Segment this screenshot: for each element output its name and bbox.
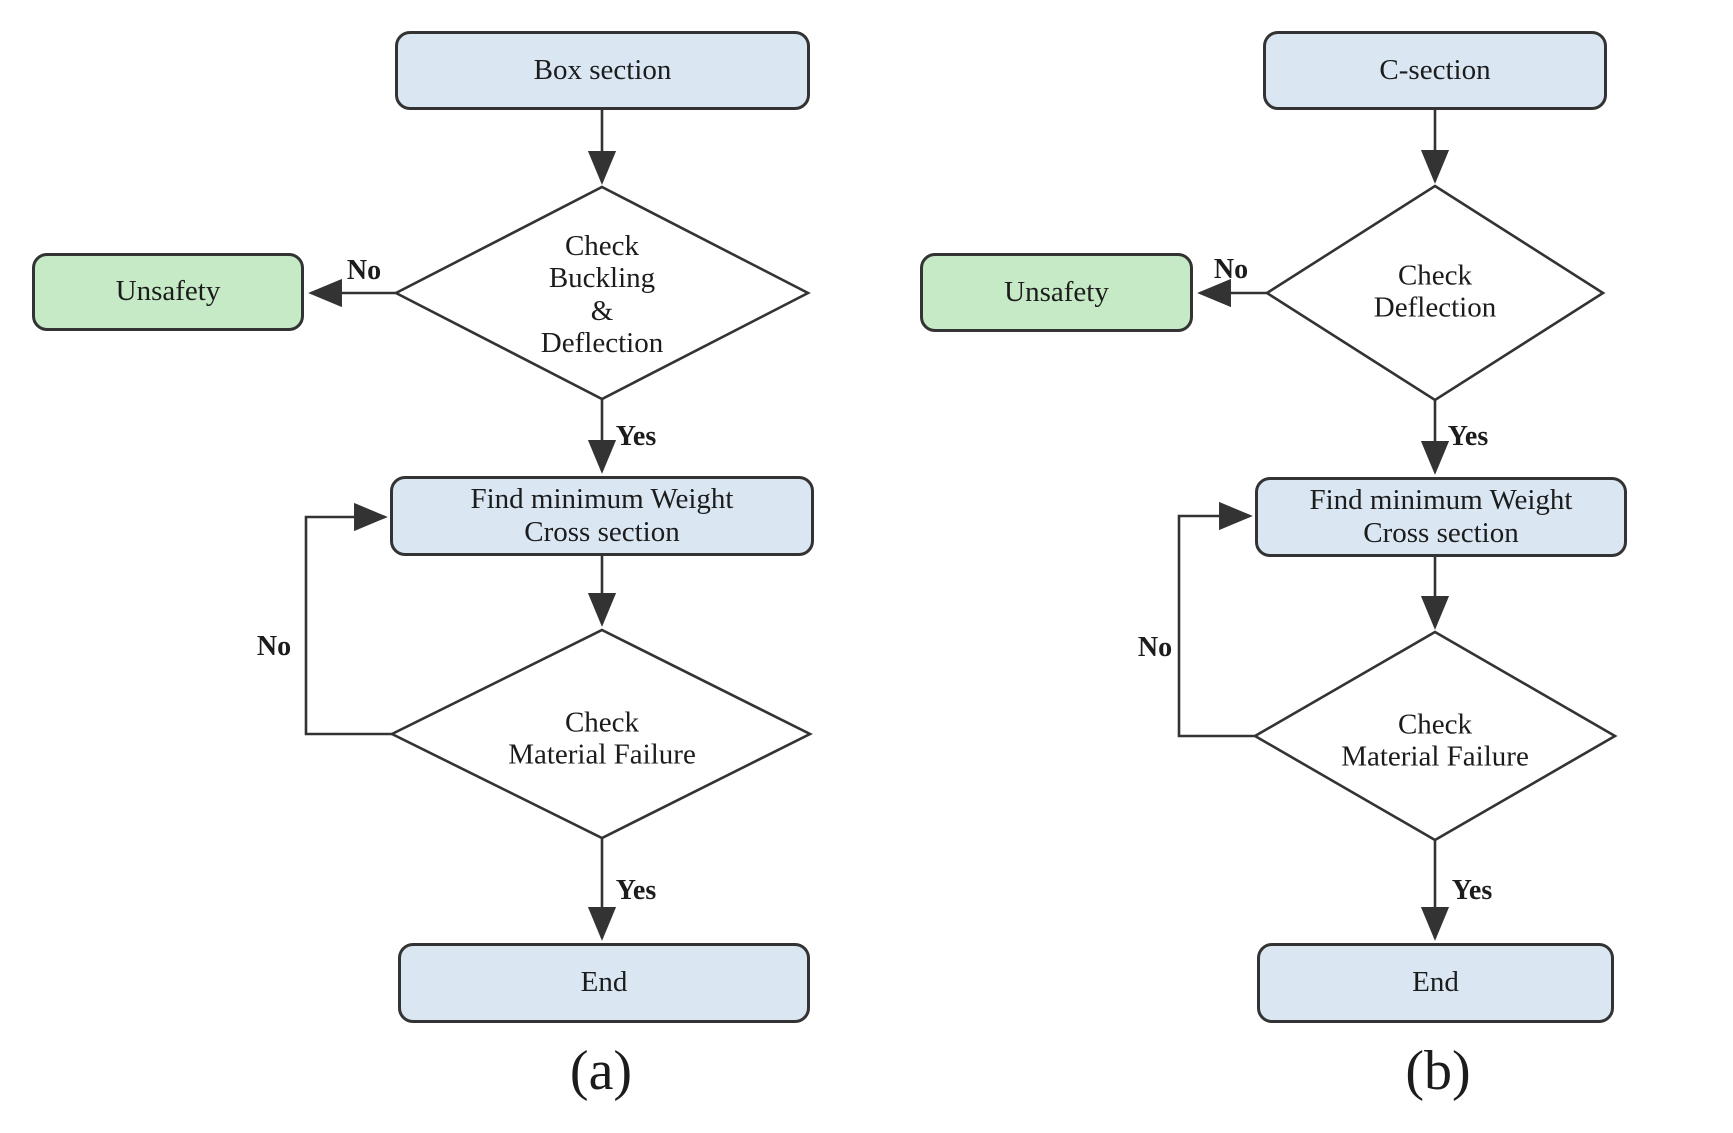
edge-label-yes-decision1-a: Yes — [615, 421, 657, 452]
edge-label-no-decision2-b: No — [1137, 632, 1173, 663]
node-end-b: End — [1257, 943, 1614, 1023]
node-find-minimum-weight-b: Find minimum Weight Cross section — [1255, 477, 1627, 557]
edge-decision2-no-loop-b — [1177, 501, 1255, 738]
node-end-a: End — [398, 943, 810, 1023]
edge-label-yes-decision2-a: Yes — [615, 875, 657, 906]
decision-buckling-deflection-label: Check Buckling & Deflection — [540, 230, 664, 360]
decision-material-failure-label-a: Check Material Failure — [508, 706, 696, 771]
caption-b: (b) — [1405, 1040, 1471, 1102]
edge-label-no-decision1-b: No — [1213, 254, 1249, 285]
node-unsafety-b: Unsafety — [920, 253, 1193, 332]
node-box-section: Box section — [395, 31, 810, 110]
decision-deflection-label: Check Deflection — [1373, 259, 1497, 324]
edge-decision2-no-loop-a — [304, 502, 392, 736]
caption-a: (a) — [569, 1040, 633, 1102]
decision-material-failure-label-b: Check Material Failure — [1341, 708, 1529, 773]
node-c-section: C-section — [1263, 31, 1607, 110]
node-find-minimum-weight-a: Find minimum Weight Cross section — [390, 476, 814, 556]
edge-label-yes-decision1-b: Yes — [1447, 421, 1489, 452]
edge-label-no-decision1-a: No — [346, 255, 382, 286]
edge-label-yes-decision2-b: Yes — [1451, 875, 1493, 906]
node-unsafety-a: Unsafety — [32, 253, 304, 331]
edge-label-no-decision2-a: No — [256, 631, 292, 662]
